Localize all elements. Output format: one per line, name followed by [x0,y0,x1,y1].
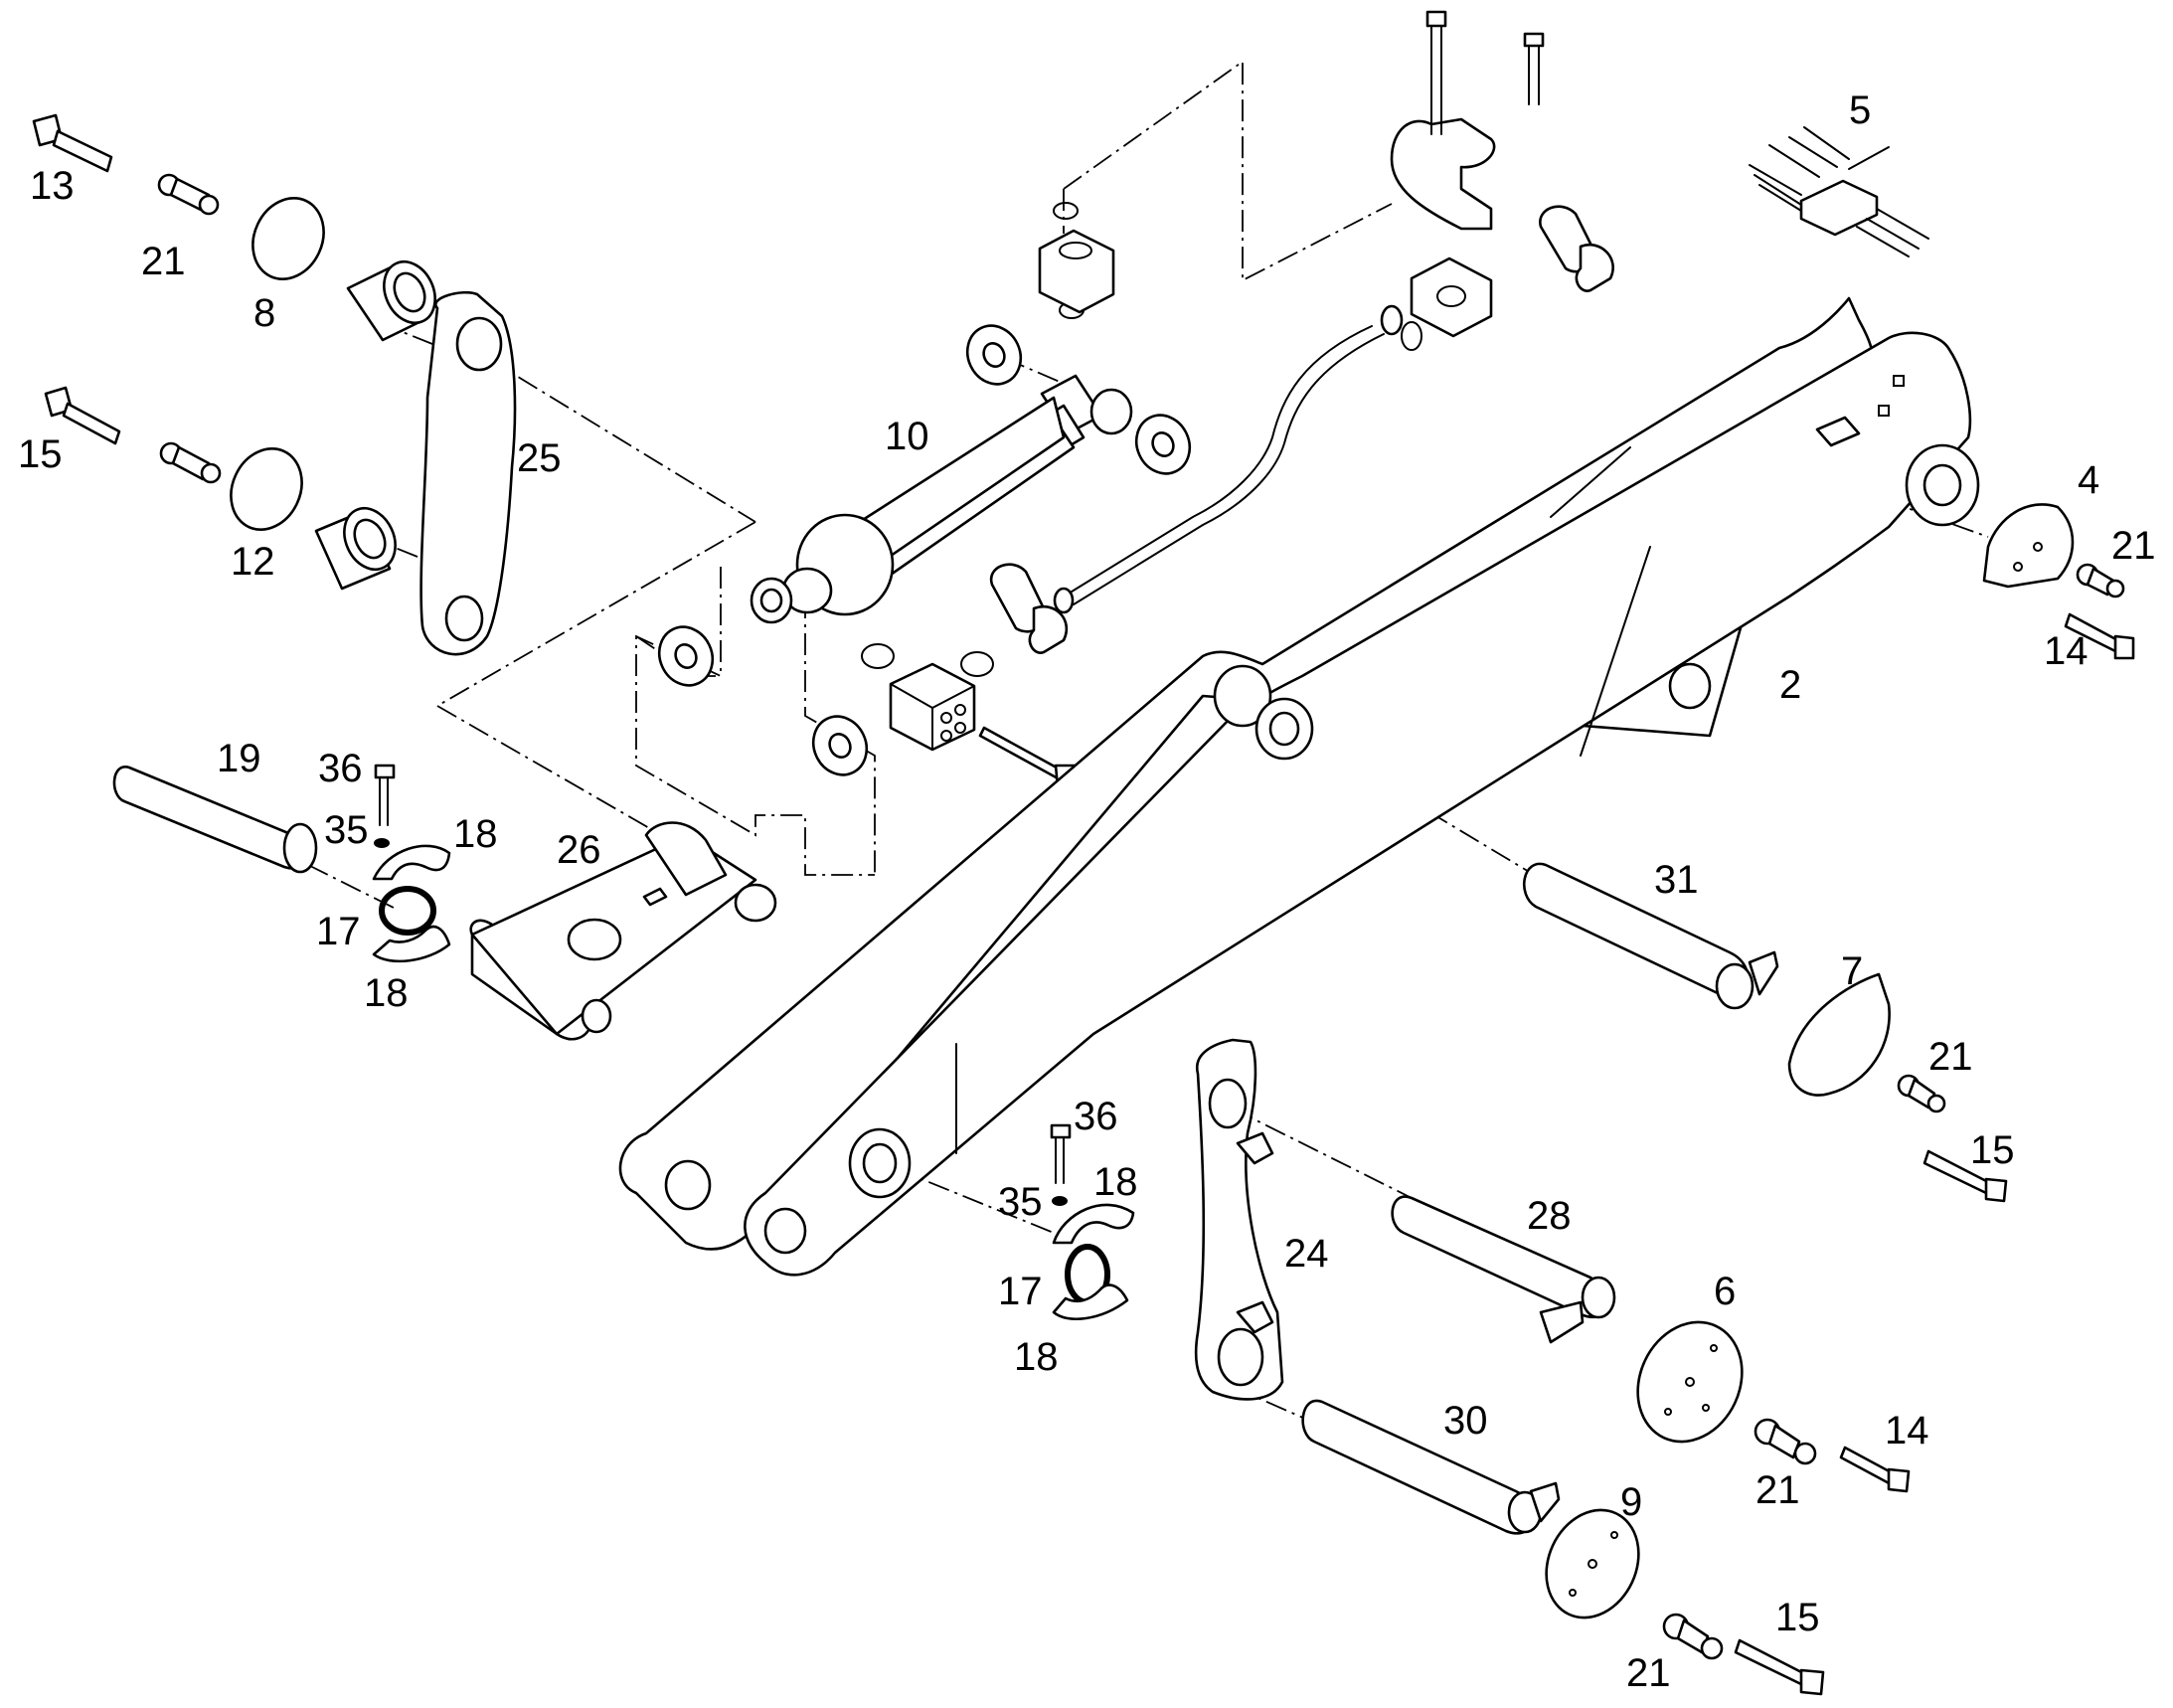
callout-2: 2 [1779,663,1801,707]
callout-35: 35 [324,808,369,852]
bolt-14-b [1839,1446,1911,1493]
pin-31 [1522,862,1779,1010]
cover-plate-7 [1787,972,1891,1097]
callout-4: 4 [2078,458,2099,502]
cover-plate-6 [1636,1320,1744,1444]
washer-left-1 [657,625,715,687]
callout-21: 21 [141,240,186,283]
callout-17: 17 [316,910,361,953]
callout-5: 5 [1849,88,1871,132]
callout-36: 36 [318,747,363,790]
callout-18: 18 [1093,1160,1138,1204]
callout-14: 14 [2044,629,2089,673]
bolt-15-c [1734,1638,1825,1696]
grease-nipple-21-f [1662,1613,1724,1660]
callout-24: 24 [1284,1232,1329,1276]
callout-21: 21 [1928,1035,1973,1079]
bolt-14-a [2064,612,2135,660]
half-collar-18-c [1052,1203,1135,1245]
callout-labels: 13 21 8 15 12 25 10 5 4 21 14 2 19 36 35… [18,88,2156,1695]
washer-35-b [1052,1196,1068,1206]
grease-nipple-21-b [159,441,222,484]
boom-arm-2 [618,296,1980,1277]
cover-plate-9 [1545,1508,1640,1620]
hydraulic-pipe [1053,304,1422,614]
half-collar-18-b [372,925,451,963]
callout-18: 18 [453,812,498,856]
bolt-15-a [44,386,121,445]
o-ring-17-a [379,886,436,936]
washer-35-a [374,838,390,848]
callout-18: 18 [364,971,409,1015]
split-flange-bottom [989,563,1069,654]
callout-26: 26 [557,828,601,872]
grease-nipple-21-c [2076,563,2125,598]
pin-28 [1391,1195,1616,1344]
bracket-plate [1390,10,1545,231]
half-collar-18-d [1052,1283,1129,1321]
grease-nipple-21-e [1754,1418,1817,1465]
end-cover-4 [1982,503,2075,589]
link-arm-25 [419,290,517,656]
callout-17: 17 [998,1270,1043,1313]
grease-nipple-21-d [1897,1074,1946,1113]
pipe-clamp-block [1410,256,1493,338]
callout-21: 21 [2111,524,2156,568]
valve-cube [889,662,976,752]
pin-19 [112,766,318,874]
callout-12: 12 [231,540,275,584]
o-rings-mid [861,643,994,677]
callout-9: 9 [1620,1480,1642,1524]
callout-10: 10 [885,415,929,458]
bushing-8 [346,259,436,342]
bolt-36-a [374,764,396,826]
callout-35: 35 [998,1180,1043,1224]
washer-left-2 [811,715,869,776]
callout-8: 8 [253,291,275,335]
callout-15: 15 [18,432,63,476]
washer-10-top [965,324,1023,386]
callout-18: 18 [1014,1335,1059,1379]
callout-13: 13 [30,164,75,208]
flange-block [1038,229,1115,314]
bolt-15-b [1922,1149,2008,1203]
callout-6: 6 [1714,1270,1736,1313]
callout-28: 28 [1527,1194,1572,1238]
callout-31: 31 [1654,858,1699,902]
grease-nipple-21-a [157,173,220,216]
callout-15: 15 [1970,1128,2015,1172]
hydraulic-cylinder-10 [750,374,1133,624]
bolt-36-b [1050,1123,1072,1184]
callout-15: 15 [1775,1596,1820,1639]
link-arm-24 [1194,1038,1284,1401]
callout-21: 21 [1626,1651,1671,1695]
callout-14: 14 [1885,1409,1929,1452]
pin-30 [1301,1399,1561,1535]
bolt-13 [32,113,113,173]
bushing-12 [314,506,397,591]
hydraulic-connector-5 [1749,126,1929,257]
callout-25: 25 [517,436,562,480]
callout-7: 7 [1841,949,1863,993]
half-collar-18-a [372,844,451,881]
cover-plate-8 [251,197,325,280]
split-flange-top [1539,205,1614,292]
cover-plate-12 [230,447,303,531]
link-frame-26 [469,821,777,1041]
callout-36: 36 [1074,1095,1118,1138]
callout-19: 19 [217,737,261,780]
washer-10-right [1134,414,1192,475]
callout-30: 30 [1443,1399,1488,1443]
callout-21: 21 [1755,1468,1800,1512]
